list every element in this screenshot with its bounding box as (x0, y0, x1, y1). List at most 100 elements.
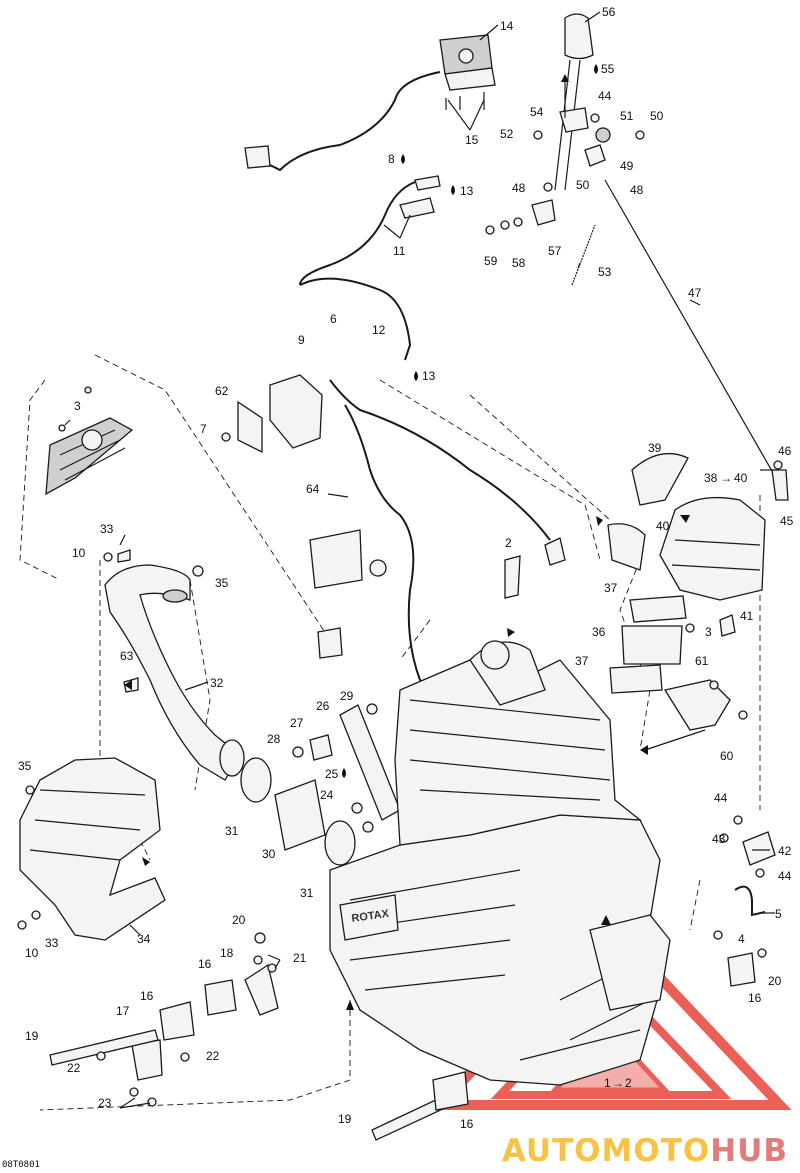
engine-block (329, 640, 671, 1086)
callout-31b: 31 (300, 886, 314, 900)
arrow-38-40: → (720, 471, 732, 485)
mount-16b (159, 1001, 195, 1041)
callout-13b: 13 (422, 369, 436, 383)
diagram-code: 08T0801 (2, 1160, 40, 1170)
callout-53: 53 (598, 265, 612, 279)
callout-47: 47 (688, 286, 702, 300)
mount-16d (727, 952, 756, 987)
callout-19b: 19 (338, 1112, 352, 1126)
lever-link-49 (584, 144, 606, 167)
callout-12: 12 (372, 323, 386, 337)
callout-3a: 3 (74, 399, 81, 413)
ignition-coil-62 (221, 374, 323, 454)
callout-49: 49 (620, 159, 634, 173)
bolt-52 (533, 130, 543, 140)
callout-38: 38 (704, 471, 718, 485)
callout-34: 34 (137, 932, 151, 946)
callout-3b: 3 (705, 625, 712, 639)
watermark-text-part1: AUTOMOTO (501, 1133, 711, 1169)
callout-16b: 16 (140, 989, 154, 1003)
drop-icon (414, 371, 418, 381)
cover-39 (631, 452, 689, 506)
bracket-17 (131, 1039, 163, 1081)
cooling-fan-3 (45, 386, 134, 496)
callout-27: 27 (290, 716, 304, 730)
callout-11: 11 (393, 244, 406, 258)
callout-35b: 35 (18, 759, 32, 773)
callout-38-40: 40 (734, 471, 748, 485)
callout-30: 30 (262, 847, 276, 861)
callout-21: 21 (293, 951, 307, 965)
rod-end-45 (771, 460, 789, 501)
callout-7: 7 (200, 422, 207, 436)
callout-4: 4 (738, 932, 745, 946)
leader-lines (64, 11, 775, 1109)
callout-14: 14 (500, 19, 514, 33)
air-box-38 (659, 496, 766, 601)
callout-26: 26 (316, 699, 330, 713)
callout-20b: 20 (768, 974, 782, 988)
bracket-18 (244, 963, 279, 1016)
mount-16c (432, 1071, 469, 1111)
callout-36: 36 (592, 625, 606, 639)
callout-35: 35 (215, 576, 229, 590)
spring-53 (571, 224, 596, 286)
mount-16a (204, 979, 237, 1016)
tie-64 (327, 493, 349, 498)
callout-44b: 44 (714, 791, 728, 805)
watermark-logo: AUTOMOTOHUB (502, 1133, 788, 1169)
callout-22b: 22 (67, 1061, 81, 1075)
harness-connector (244, 145, 271, 169)
callout-28: 28 (267, 732, 281, 746)
cover-34 (17, 757, 166, 941)
callout-13: 13 (460, 184, 474, 198)
shift-rod-47 (604, 179, 781, 486)
direction-arrows (124, 74, 706, 1010)
rotax-badge (339, 894, 399, 941)
intake-boot-group (240, 703, 401, 866)
callout-8: 8 (388, 152, 395, 166)
bushing-51 (595, 127, 611, 143)
callout-25: 25 (325, 767, 339, 781)
callout-50b: 50 (576, 178, 590, 192)
clamp-31b (324, 820, 356, 866)
callout-59: 59 (484, 254, 498, 268)
drop-icon (451, 185, 455, 195)
arrow-to-60 (640, 745, 648, 755)
callout-24: 24 (320, 788, 334, 802)
callout-37b: 37 (575, 654, 589, 668)
relay-box (309, 529, 363, 589)
vent-hose (299, 277, 412, 361)
callout-22a: 22 (206, 1049, 220, 1063)
callout-52: 52 (500, 127, 514, 141)
hv-lead (329, 379, 551, 541)
callout-48b: 48 (630, 183, 644, 197)
callout-55: 55 (601, 62, 615, 76)
callout-60: 60 (720, 749, 734, 763)
lever-pivot (559, 107, 589, 133)
callout-18: 18 (220, 946, 234, 960)
callout-15: 15 (465, 133, 479, 147)
main-harness (344, 404, 471, 701)
callout-16c: 16 (460, 1117, 474, 1131)
callout-33b: 33 (45, 936, 59, 950)
shift-arm-42 (719, 815, 776, 878)
callout-43: 43 (712, 832, 726, 846)
hose-11 (299, 181, 416, 286)
bolt-19b (371, 1097, 446, 1141)
callout-62: 62 (215, 384, 229, 398)
callout-29: 29 (340, 689, 354, 703)
callout-17: 17 (116, 1004, 130, 1018)
callout-20: 20 (232, 913, 246, 927)
lubricant-drop-icons (342, 64, 598, 778)
callout-44c: 44 (778, 869, 792, 883)
callout-1-2: 2 (625, 1076, 632, 1090)
callout-10b: 10 (25, 946, 39, 960)
callout-16a: 16 (198, 957, 212, 971)
callout-54: 54 (530, 105, 544, 119)
clamp-31a (240, 757, 272, 803)
cover-40 (607, 523, 646, 571)
callout-63: 63 (120, 649, 134, 663)
callout-41: 41 (740, 609, 754, 623)
